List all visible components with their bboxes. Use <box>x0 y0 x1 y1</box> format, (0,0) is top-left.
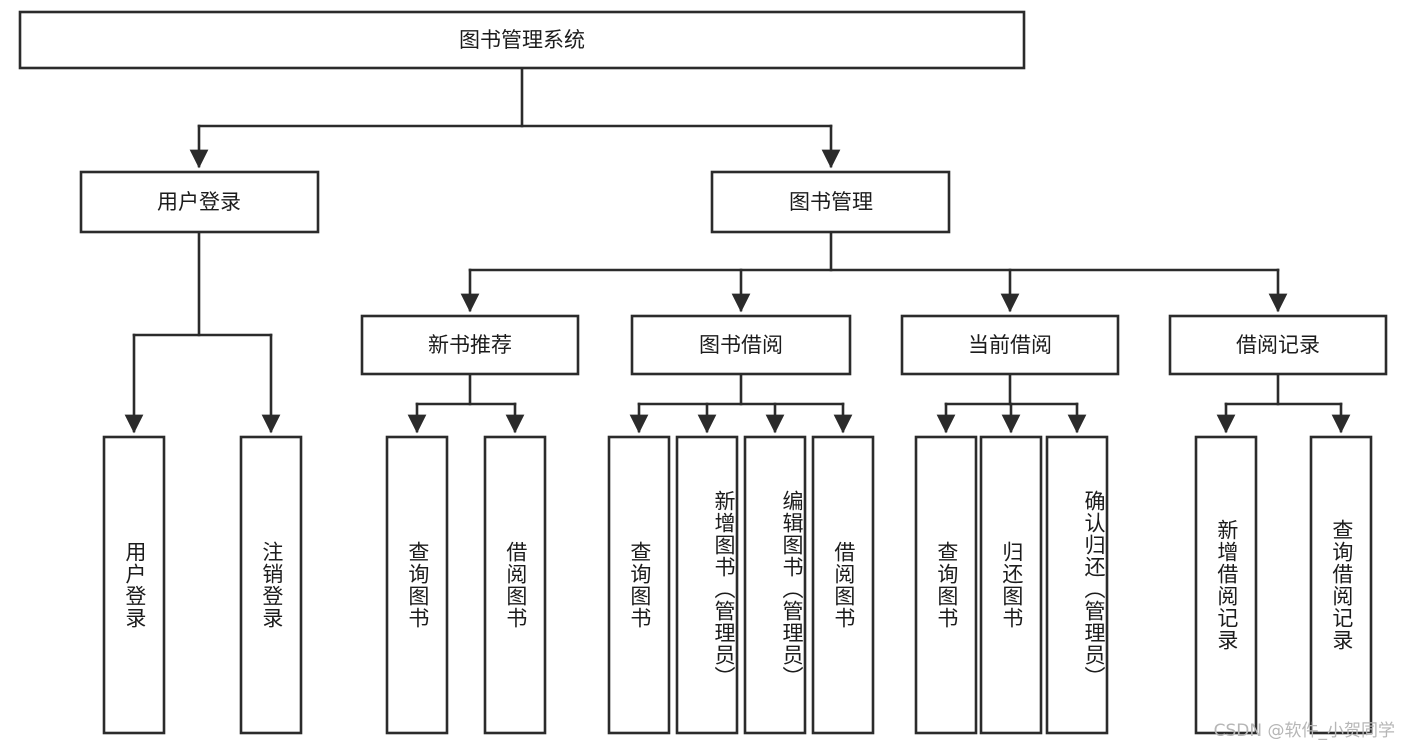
node-leaf-logout-login-label: 注销登录 <box>259 541 284 629</box>
node-leaf-add-borrow-record-label: 新增借阅记录 <box>1214 519 1239 651</box>
node-leaf-confirm-return[interactable] <box>1045 435 1109 735</box>
node-leaf-edit-book[interactable] <box>743 435 807 735</box>
node-leaf-edit-book-label: 编辑图书（管理员） <box>780 490 804 688</box>
node-borrow-record[interactable] <box>1168 314 1388 376</box>
node-leaf-add-borrow-record[interactable] <box>1194 435 1258 735</box>
node-leaf-add-book-label: 新增图书（管理员） <box>712 490 736 688</box>
node-leaf-query-book-3-label: 查询图书 <box>934 541 959 629</box>
node-user-login[interactable] <box>79 170 320 234</box>
node-borrow-record-label: 借阅记录 <box>1236 333 1320 357</box>
node-leaf-query-book-2-label: 查询图书 <box>627 541 652 629</box>
node-leaf-borrow-book-1[interactable] <box>483 435 547 735</box>
node-current-borrow[interactable] <box>900 314 1120 376</box>
node-book-borrow[interactable] <box>630 314 852 376</box>
node-current-borrow-label: 当前借阅 <box>968 333 1052 357</box>
node-root[interactable] <box>18 10 1026 70</box>
node-leaf-query-book-2[interactable] <box>607 435 671 735</box>
node-leaf-logout-login[interactable] <box>239 435 303 735</box>
node-root-label: 图书管理系统 <box>459 28 585 52</box>
node-leaf-user-login-label: 用户登录 <box>122 541 147 629</box>
node-leaf-user-login[interactable] <box>102 435 166 735</box>
node-leaf-query-borrow-record[interactable] <box>1309 435 1373 735</box>
node-leaf-query-book-1[interactable] <box>385 435 449 735</box>
node-leaf-borrow-book-1-label: 借阅图书 <box>503 541 528 629</box>
node-leaf-query-book-3[interactable] <box>914 435 978 735</box>
node-leaf-return-book-label: 归还图书 <box>999 541 1024 629</box>
node-user-login-label: 用户登录 <box>157 190 241 214</box>
watermark-text: CSDN @软件_小贺同学 <box>1213 721 1395 741</box>
node-leaf-borrow-book-2[interactable] <box>811 435 875 735</box>
node-new-book-recommend-label: 新书推荐 <box>428 333 512 357</box>
node-leaf-return-book[interactable] <box>979 435 1043 735</box>
node-leaf-confirm-return-label: 确认归还（管理员） <box>1082 490 1106 688</box>
node-leaf-query-borrow-record-label: 查询借阅记录 <box>1329 519 1354 651</box>
node-book-management-label: 图书管理 <box>789 190 873 214</box>
node-new-book-recommend[interactable] <box>360 314 580 376</box>
node-leaf-borrow-book-2-label: 借阅图书 <box>831 541 856 629</box>
node-book-borrow-label: 图书借阅 <box>699 333 783 357</box>
node-leaf-query-book-1-label: 查询图书 <box>405 541 430 629</box>
node-book-management[interactable] <box>710 170 951 234</box>
node-leaf-add-book[interactable] <box>675 435 739 735</box>
